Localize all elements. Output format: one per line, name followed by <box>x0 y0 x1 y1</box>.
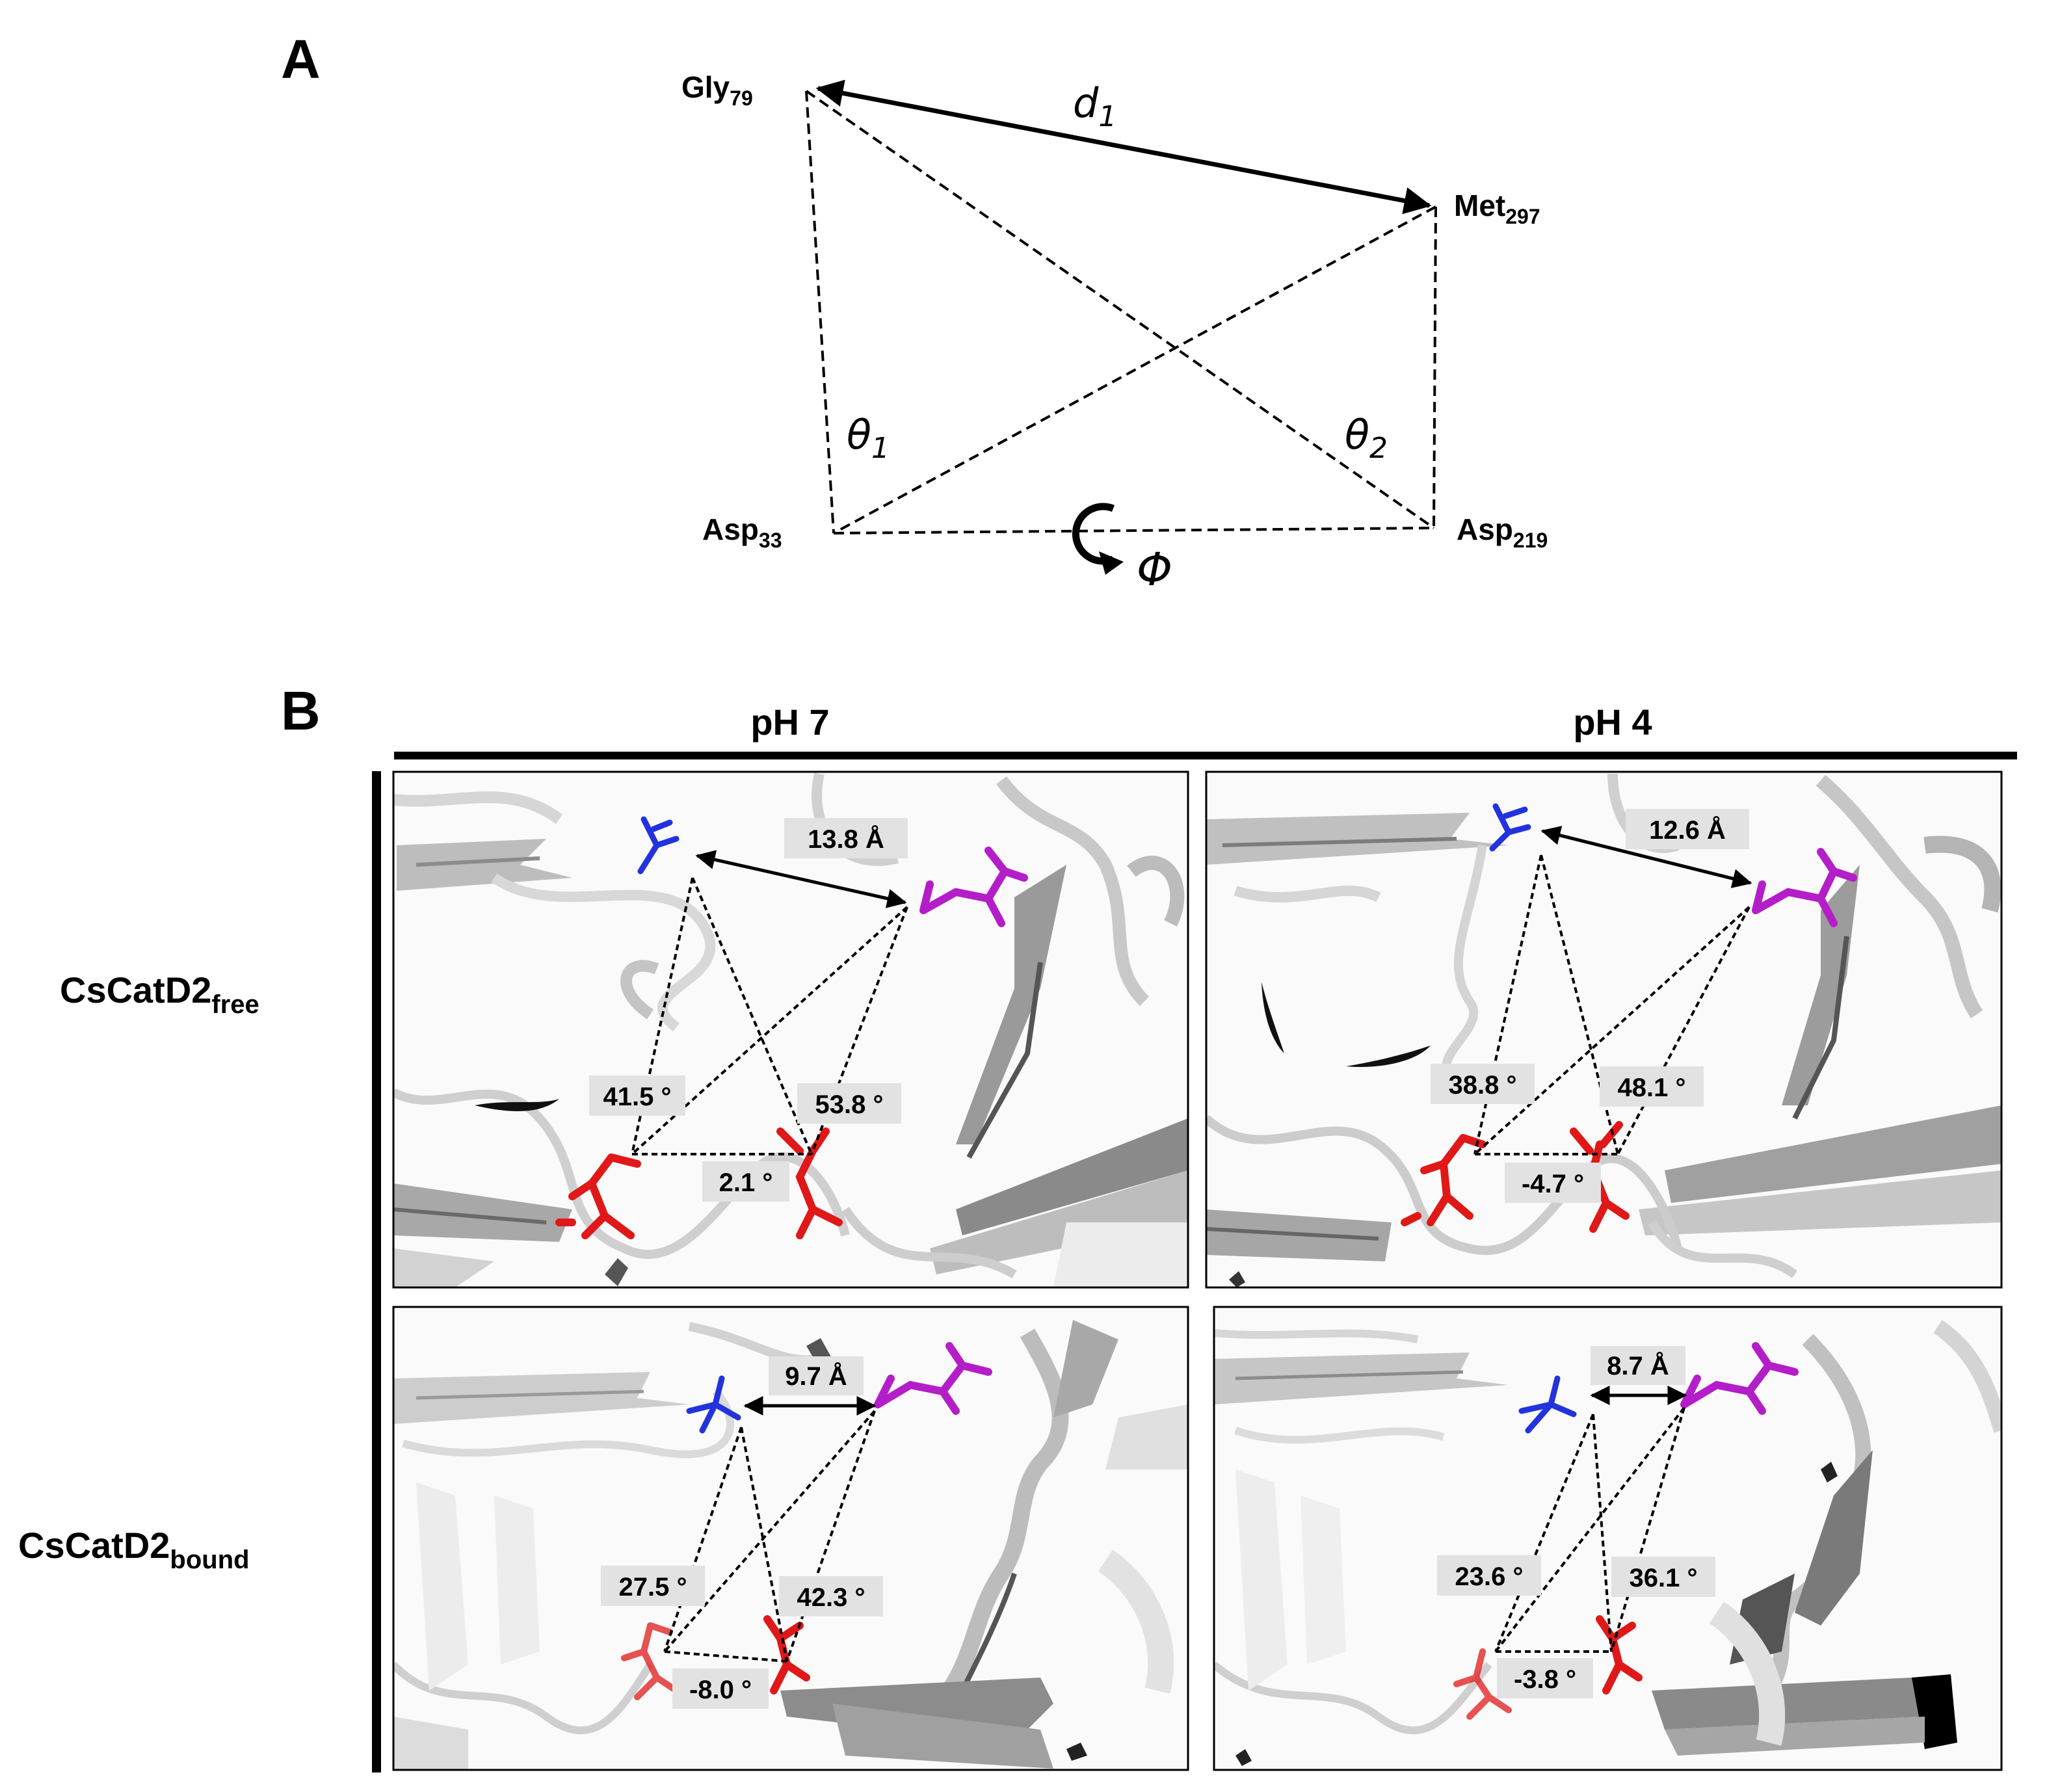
theta1-value: 27.5 ° <box>619 1573 687 1601</box>
node-asp33: Asp33 <box>702 512 782 552</box>
cell-border <box>392 771 1189 1289</box>
theta2-box <box>797 1083 901 1124</box>
cell-bound-ph4: 8.7 Å 23.6 ° 36.1 ° -3.8 ° <box>1213 1306 2003 1771</box>
protein-ribbon-art <box>1206 773 2001 1287</box>
panel-a: A Gly79 Met297 Asp33 Asp219 d1 θ1 θ2 Φ <box>281 29 1548 596</box>
distance-arrow <box>1540 826 1752 888</box>
cell-border <box>1205 771 2003 1289</box>
phi-box <box>672 1668 769 1709</box>
protein-ribbon-art <box>393 1320 1188 1770</box>
protein-ribbon-art <box>393 772 1188 1287</box>
theta2-box <box>1611 1557 1715 1597</box>
phi-box <box>1497 1658 1593 1698</box>
theta2-value: 36.1 ° <box>1630 1564 1698 1592</box>
node-asp219: Asp219 <box>1457 512 1548 552</box>
edge-gly-asp219 <box>1592 1414 1613 1652</box>
panel-b: B pH 7 pH 4 CsCatD2free CsCatD2bound <box>18 680 2017 1772</box>
phi-label: Φ <box>1137 543 1172 596</box>
edge-gly-asp219 <box>740 1427 788 1662</box>
theta2-value: 48.1 ° <box>1618 1074 1686 1102</box>
phi-value: -8.0 ° <box>689 1676 752 1704</box>
column-header-rule <box>394 752 2017 759</box>
theta2-value: 42.3 ° <box>797 1583 865 1612</box>
rotation-arrow-icon <box>1072 503 1115 565</box>
d1-arrow <box>815 79 1432 215</box>
theta1-value: 23.6 ° <box>1455 1562 1524 1591</box>
phi-value: 2.1 ° <box>719 1168 773 1197</box>
edge-met-asp219 <box>1610 1407 1685 1652</box>
edge-met-asp33 <box>1494 1406 1685 1653</box>
theta2-box <box>779 1576 883 1616</box>
distance-value: 13.8 Å <box>808 824 884 854</box>
theta2-box <box>1600 1066 1704 1107</box>
panel-b-label: B <box>281 680 321 741</box>
phi-value: -3.8 ° <box>1514 1665 1576 1694</box>
theta1-value: 38.8 ° <box>1449 1071 1517 1100</box>
edge-met-asp33 <box>833 205 1436 534</box>
edge-met-asp33 <box>663 1410 876 1653</box>
distance-box <box>769 1356 864 1395</box>
cell-border <box>1213 1306 2003 1771</box>
cell-free-ph7: 13.8 Å 41.5 ° 53.8 ° 2.1 ° <box>392 771 1189 1289</box>
edge-gly-asp33 <box>1494 1414 1594 1652</box>
theta1-label: θ1 <box>847 411 890 465</box>
theta1-box <box>1431 1064 1535 1104</box>
edge-gly-asp219 <box>691 877 813 1155</box>
distance-value: 9.7 Å <box>785 1362 847 1391</box>
row-label-bound: CsCatD2bound <box>18 1525 250 1574</box>
edge-asp33-asp219 <box>664 1650 787 1663</box>
d1-label: d1 <box>1073 79 1116 133</box>
phi-value: -4.7 ° <box>1522 1170 1584 1198</box>
node-gly79: Gly79 <box>681 70 753 110</box>
edge-met-asp219 <box>1433 206 1437 529</box>
edge-met-asp219 <box>786 1410 876 1662</box>
distance-box <box>784 818 908 858</box>
edge-asp33-asp219 <box>833 527 1434 534</box>
cell-bound-ph7: 9.7 Å 27.5 ° 42.3 ° -8.0 ° <box>392 1306 1189 1771</box>
theta1-box <box>1437 1555 1541 1596</box>
column-header-ph4: pH 4 <box>1573 702 1652 743</box>
distance-arrow <box>695 850 907 908</box>
theta2-label: θ2 <box>1345 411 1388 465</box>
theta2-value: 53.8 ° <box>815 1090 884 1119</box>
row-header-rule <box>372 771 381 1772</box>
node-met297: Met297 <box>1454 189 1540 228</box>
edge-gly-asp33 <box>805 90 835 534</box>
column-header-ph7: pH 7 <box>750 702 829 743</box>
theta1-box <box>601 1566 705 1606</box>
edge-met-asp219 <box>810 906 908 1155</box>
distance-box <box>1626 809 1749 849</box>
edge-met-asp219 <box>1617 906 1750 1155</box>
cell-border <box>392 1306 1189 1771</box>
distance-value: 12.6 Å <box>1649 815 1726 845</box>
edge-gly-asp33 <box>1473 854 1542 1155</box>
panel-a-label: A <box>281 29 321 90</box>
protein-ribbon-art <box>1214 1320 2001 1766</box>
theta1-box <box>589 1075 685 1116</box>
distance-value: 8.7 Å <box>1607 1351 1669 1380</box>
theta1-value: 41.5 ° <box>603 1083 672 1111</box>
cell-free-ph4: 12.6 Å 38.8 ° 48.1 ° -4.7 ° <box>1205 771 2003 1289</box>
distance-box <box>1591 1346 1685 1385</box>
edge-gly-asp219 <box>805 90 1435 529</box>
phi-box <box>702 1161 789 1202</box>
phi-box <box>1505 1163 1601 1203</box>
edge-met-asp33 <box>1473 906 1750 1155</box>
rotation-arrowhead-icon <box>1099 551 1124 575</box>
row-label-free: CsCatD2free <box>60 969 259 1019</box>
edge-gly-asp33 <box>663 1427 743 1652</box>
